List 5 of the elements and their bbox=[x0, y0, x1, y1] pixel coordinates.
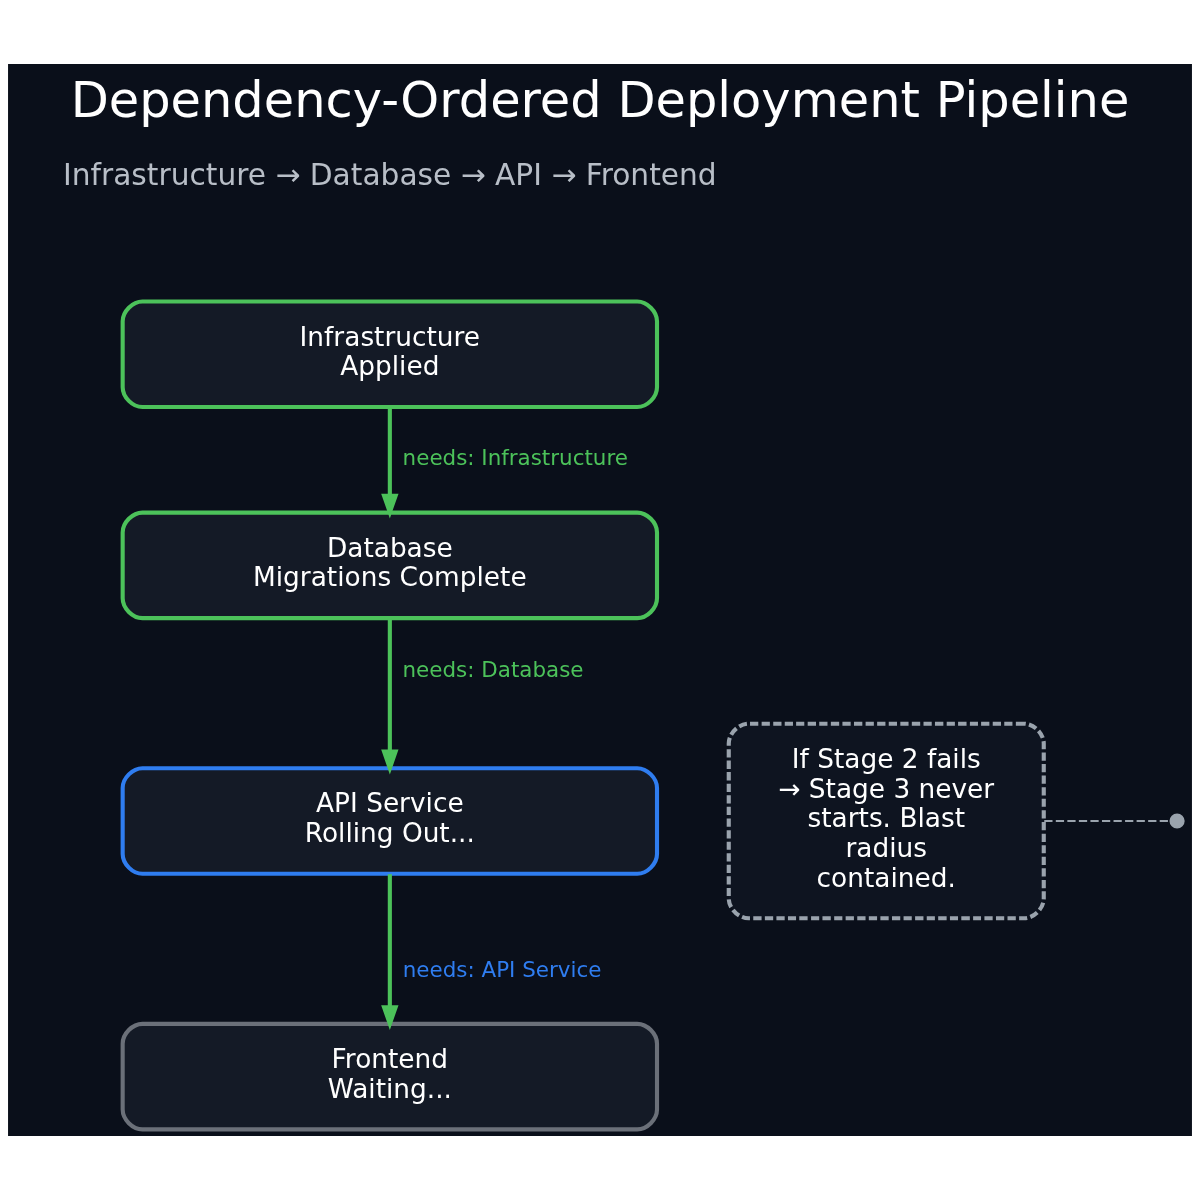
label: Infrastructure → Database → API → Frontend bbox=[62, 157, 717, 193]
diagram-title: Dependency-Ordered Deployment Pipeline bbox=[70, 70, 1130, 129]
edge-label: needs: Infrastructure bbox=[402, 445, 628, 471]
edge-label: needs: API Service bbox=[402, 956, 602, 982]
edge-label: needs: Database bbox=[402, 656, 584, 682]
